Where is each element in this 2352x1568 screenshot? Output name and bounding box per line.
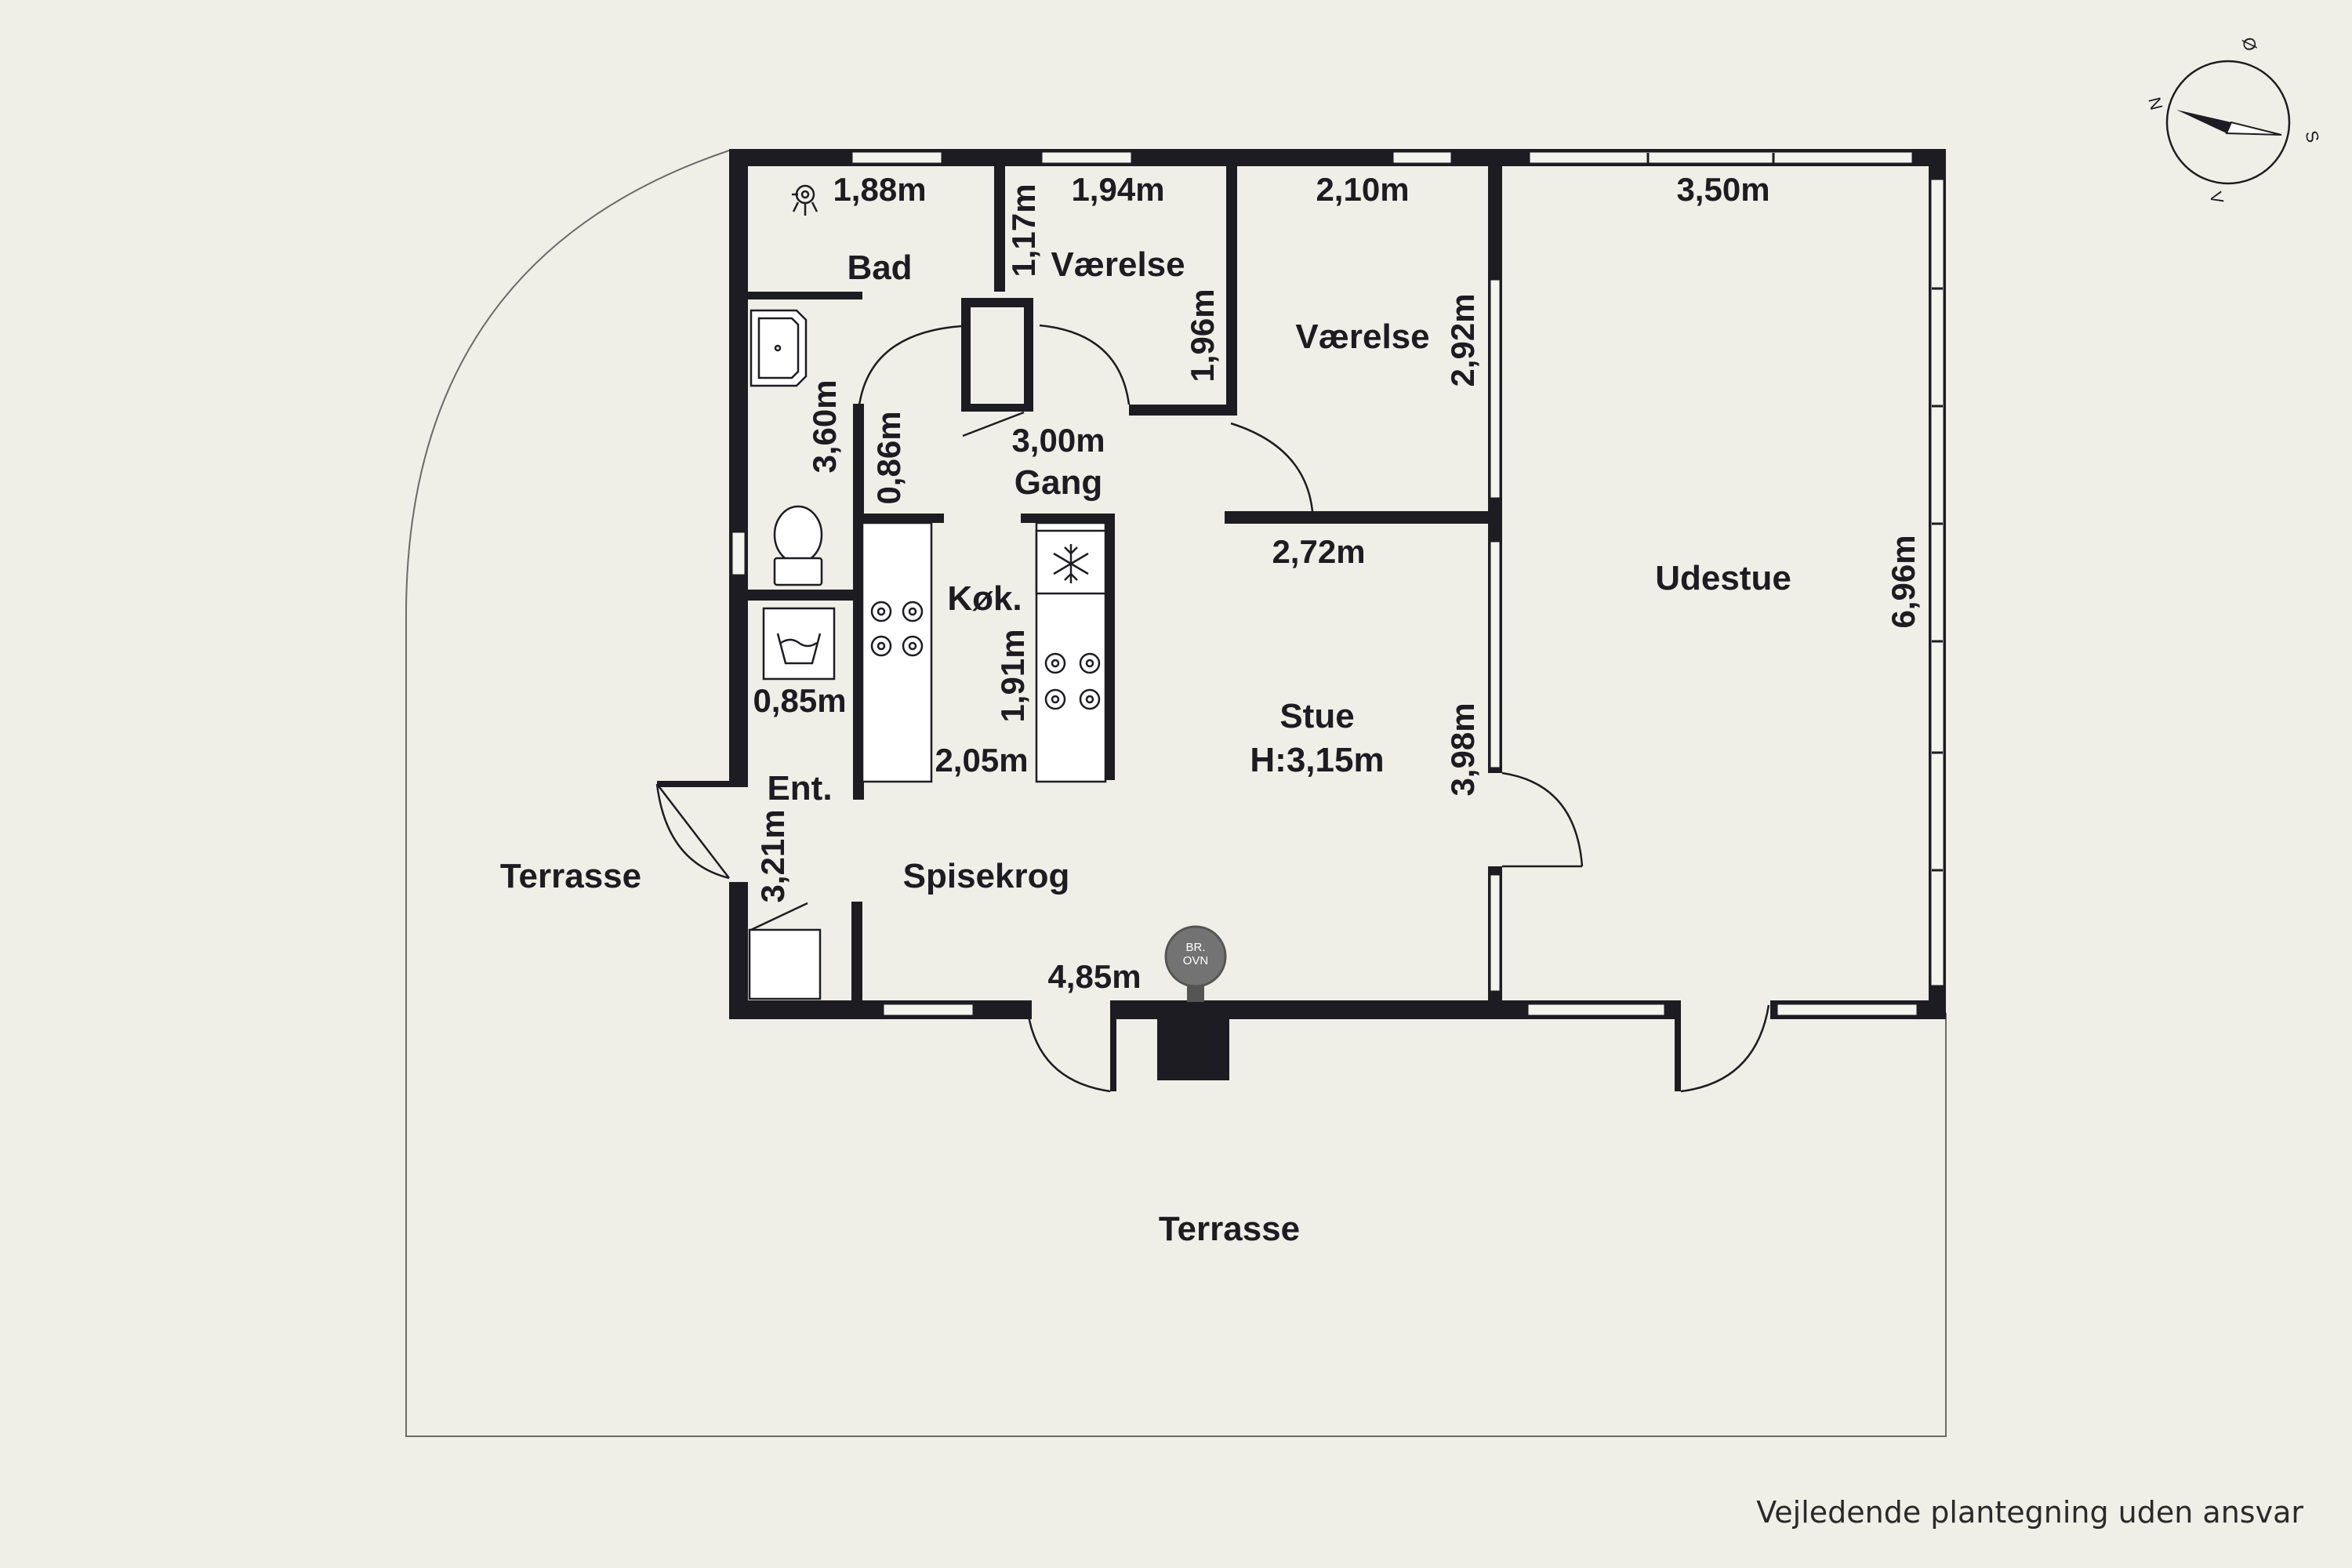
room-label-terrasse-south: Terrasse: [1159, 1210, 1300, 1248]
dim-vaerelse-large-depth: 2,92m: [1444, 293, 1481, 387]
kitchen-counter-left: [861, 521, 933, 783]
compass: N Ø S V: [2144, 35, 2323, 206]
room-label-bad: Bad: [847, 249, 912, 287]
compass-ring: [2165, 60, 2291, 185]
cabinet: [748, 928, 822, 1000]
disclaimer-text: Vejledende plantegning uden ansvar: [1756, 1495, 2303, 1530]
dim-bad-length: 3,60m: [806, 379, 843, 473]
dim-udestue-length: 6,96m: [1885, 535, 1922, 628]
dim-stue-top: 2,72m: [1272, 533, 1365, 570]
compass-east: Ø: [2238, 35, 2260, 53]
room-label-stue: Stue: [1279, 697, 1354, 735]
oven-icon: BR. OVN: [1164, 925, 1227, 1002]
snowflake-icon: [1053, 544, 1089, 583]
room-label-vaerelse-large: Værelse: [1295, 318, 1429, 356]
windows: [730, 150, 1946, 1018]
terrace-outline: [405, 150, 1947, 1437]
room-label-udestue: Udestue: [1655, 559, 1791, 597]
dim-vaerelse-small-depth-a: 1,17m: [1005, 183, 1042, 277]
dim-bad-width: 1,88m: [833, 171, 926, 208]
compass-needle-south: [2225, 121, 2282, 136]
room-label-entre: Ent.: [767, 769, 832, 808]
dim-spisekrog-width: 4,85m: [1047, 958, 1141, 995]
dim-vaerelse-small-width: 1,94m: [1071, 171, 1164, 208]
washing-machine-icon: [762, 607, 836, 681]
stove-icon-left: [870, 601, 924, 657]
dim-kokken-width: 2,05m: [935, 742, 1028, 779]
oven-label-2: OVN: [1183, 954, 1209, 967]
room-label-stue-height: H:3,15m: [1250, 741, 1384, 779]
room-label-terrasse-west: Terrasse: [500, 857, 641, 895]
door-swings: [655, 324, 1770, 1093]
shower-icon: [792, 184, 818, 216]
dim-stue-length: 3,98m: [1444, 702, 1481, 796]
room-labels: Bad Værelse Værelse Gang Køk. Ent. Stue …: [500, 245, 1791, 1248]
fixtures: [748, 184, 1107, 1000]
dim-entre-length: 3,21m: [754, 809, 791, 902]
dim-udestue-width: 3,50m: [1676, 171, 1769, 208]
dim-kokken-length: 1,91m: [994, 629, 1031, 722]
dim-bryggers-width: 0,85m: [753, 682, 846, 719]
compass-south: S: [2301, 129, 2323, 144]
stove-icon-right: [1044, 652, 1101, 710]
dim-gang-length: 3,00m: [1011, 422, 1105, 459]
room-label-gang: Gang: [1014, 463, 1102, 502]
compass-north: N: [2144, 95, 2166, 111]
dim-gang-width: 0,86m: [870, 411, 907, 504]
sink-icon: [750, 309, 808, 387]
dimension-labels: 1,88m 1,94m 2,10m 3,50m 3,00m 2,72m 0,85…: [753, 171, 1922, 995]
dim-vaerelse-large-width: 2,10m: [1316, 171, 1409, 208]
dim-vaerelse-small-depth-b: 1,96m: [1184, 289, 1221, 382]
compass-needle-north: [2176, 110, 2231, 133]
oven-label-1: BR.: [1185, 941, 1205, 954]
compass-west: V: [2205, 190, 2227, 206]
room-label-vaerelse-small: Værelse: [1051, 245, 1185, 284]
room-label-spisekrog: Spisekrog: [903, 857, 1070, 895]
room-label-kokken: Køk.: [947, 579, 1022, 618]
window-mullions: [1646, 153, 1943, 872]
toilet-icon: [773, 505, 823, 586]
